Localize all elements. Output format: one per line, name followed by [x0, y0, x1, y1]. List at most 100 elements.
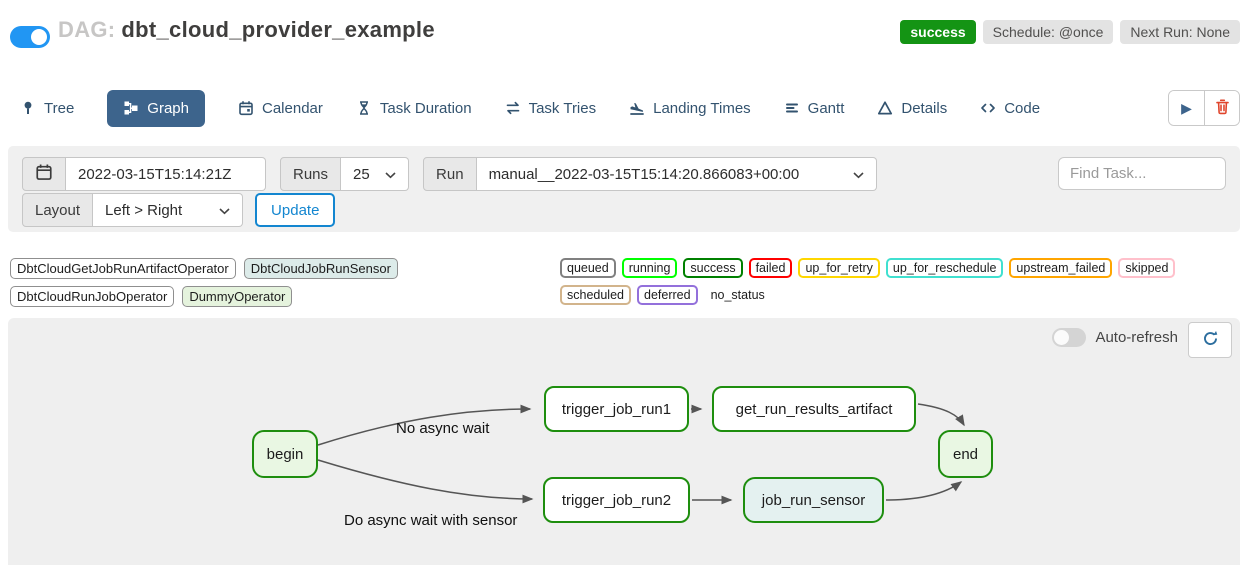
status-chip: no_status — [710, 288, 765, 302]
dag-prefix: DAG: — [58, 17, 116, 42]
auto-refresh-label: Auto-refresh — [1095, 329, 1178, 346]
tab-graph[interactable]: Graph — [107, 89, 205, 127]
tab-task-tries[interactable]: Task Tries — [505, 99, 597, 117]
warning-triangle-icon — [877, 100, 893, 116]
calendar-icon — [35, 163, 53, 185]
refresh-icon — [1202, 330, 1219, 350]
layout-select[interactable]: Left > Right — [93, 193, 244, 227]
task-node-trigger-job-run1[interactable]: trigger_job_run1 — [544, 386, 689, 432]
tree-icon — [20, 100, 36, 116]
dag-action-buttons: ▶ — [1168, 90, 1240, 126]
filter-row-1: Runs 25 Run manual__2022-03-15T15:14:20.… — [22, 157, 877, 191]
toggle-knob — [31, 29, 47, 45]
legend: DbtCloudGetJobRunArtifactOperator DbtClo… — [10, 258, 1240, 307]
next-run-badge: Next Run: None — [1120, 20, 1240, 44]
status-chip: up_for_retry — [798, 258, 880, 278]
base-date-input[interactable] — [66, 157, 266, 191]
tab-code[interactable]: Code — [980, 100, 1040, 117]
task-node-end[interactable]: end — [938, 430, 993, 478]
calendar-addon — [22, 157, 66, 191]
trigger-dag-button[interactable]: ▶ — [1169, 91, 1204, 125]
refresh-button[interactable] — [1188, 322, 1232, 358]
operator-legend: DbtCloudGetJobRunArtifactOperator DbtClo… — [10, 258, 550, 307]
toggle-knob — [1054, 330, 1070, 345]
tab-tree[interactable]: Tree — [20, 100, 74, 117]
tab-label: Calendar — [262, 99, 323, 117]
edge-label: Do async wait with sensor — [344, 512, 518, 529]
task-node-begin[interactable]: begin — [252, 430, 318, 478]
status-chip: skipped — [1118, 258, 1176, 278]
tab-task-duration[interactable]: Task Duration — [356, 100, 472, 117]
calendar-icon — [238, 100, 254, 116]
task-node-trigger-job-run2[interactable]: trigger_job_run2 — [543, 477, 690, 523]
layout-value: Left > Right — [105, 201, 183, 219]
gantt-icon — [784, 100, 800, 116]
schedule-badge: Schedule: @once — [982, 20, 1114, 44]
code-icon — [980, 100, 996, 116]
status-legend: queued running success failed up_for_ret… — [560, 258, 1240, 307]
dag-edges — [317, 403, 965, 505]
task-node-job-run-sensor[interactable]: job_run_sensor — [743, 477, 884, 523]
tab-details[interactable]: Details — [877, 100, 947, 117]
find-task-input[interactable] — [1058, 157, 1226, 190]
operator-chip: DbtCloudRunJobOperator — [10, 286, 175, 307]
runs-label: Runs — [280, 157, 342, 191]
operator-chip: DbtCloudGetJobRunArtifactOperator — [10, 258, 236, 279]
dag-name: dbt_cloud_provider_example — [121, 17, 435, 42]
layout-group: Layout Left > Right — [22, 193, 244, 227]
runs-value: 25 — [353, 165, 370, 183]
run-group: Run manual__2022-03-15T15:14:20.866083+0… — [423, 157, 877, 191]
delete-dag-button[interactable] — [1204, 91, 1239, 125]
tab-label: Graph — [147, 99, 189, 117]
auto-refresh-toggle[interactable] — [1052, 328, 1087, 347]
status-chip: upstream_failed — [1009, 258, 1113, 278]
hourglass-icon — [356, 100, 372, 116]
header-badges: success Schedule: @once Next Run: None — [900, 20, 1240, 44]
tab-calendar[interactable]: Calendar — [238, 100, 323, 117]
tab-landing-times[interactable]: Landing Times — [629, 100, 751, 117]
operator-chip: DbtCloudJobRunSensor — [243, 258, 398, 279]
tab-label: Landing Times — [653, 99, 751, 117]
status-chip: scheduled — [560, 285, 631, 305]
filter-row-2: Layout Left > Right Update — [22, 193, 336, 227]
filter-panel: Runs 25 Run manual__2022-03-15T15:14:20.… — [8, 146, 1240, 232]
runs-select[interactable]: 25 — [341, 157, 410, 191]
trash-icon — [1214, 98, 1231, 118]
status-chip: queued — [560, 258, 616, 278]
status-chip: deferred — [637, 285, 698, 305]
edge-label: No async wait — [396, 420, 490, 437]
runs-group: Runs 25 — [280, 157, 410, 191]
chevron-down-icon — [853, 166, 864, 183]
autorefresh-control: Auto-refresh — [1052, 328, 1178, 347]
graph-canvas: Auto-refresh begin trigger_job_run1 get_… — [8, 318, 1240, 565]
dag-pause-toggle[interactable] — [10, 26, 50, 48]
status-chip: up_for_reschedule — [885, 258, 1004, 278]
view-tabs: Tree Graph Calendar Task Duration Task T… — [20, 88, 1040, 128]
status-badge: success — [900, 20, 976, 44]
tab-gantt[interactable]: Gantt — [784, 100, 844, 117]
tab-label: Details — [901, 99, 948, 117]
tab-label: Tree — [44, 99, 75, 117]
update-button[interactable]: Update — [255, 193, 336, 227]
status-chip: running — [621, 258, 678, 278]
plane-landing-icon — [629, 100, 645, 116]
tab-label: Code — [1004, 99, 1041, 117]
repeat-icon — [505, 100, 521, 116]
play-icon: ▶ — [1181, 100, 1192, 116]
run-select[interactable]: manual__2022-03-15T15:14:20.866083+00:00 — [476, 157, 877, 191]
graph-icon — [123, 100, 139, 116]
status-chip: success — [683, 258, 743, 278]
run-value: manual__2022-03-15T15:14:20.866083+00:00 — [488, 165, 800, 183]
base-date-group — [22, 157, 266, 191]
layout-label: Layout — [22, 193, 94, 227]
page-title: DAG:dbt_cloud_provider_example — [58, 17, 435, 43]
chevron-down-icon — [219, 202, 230, 219]
run-label: Run — [423, 157, 477, 191]
operator-chip: DummyOperator — [182, 286, 293, 307]
tab-label: Task Duration — [379, 99, 472, 117]
status-chip: failed — [748, 258, 793, 278]
chevron-down-icon — [385, 166, 396, 183]
task-node-get-run-results-artifact[interactable]: get_run_results_artifact — [712, 386, 916, 432]
tab-label: Task Tries — [528, 99, 597, 117]
